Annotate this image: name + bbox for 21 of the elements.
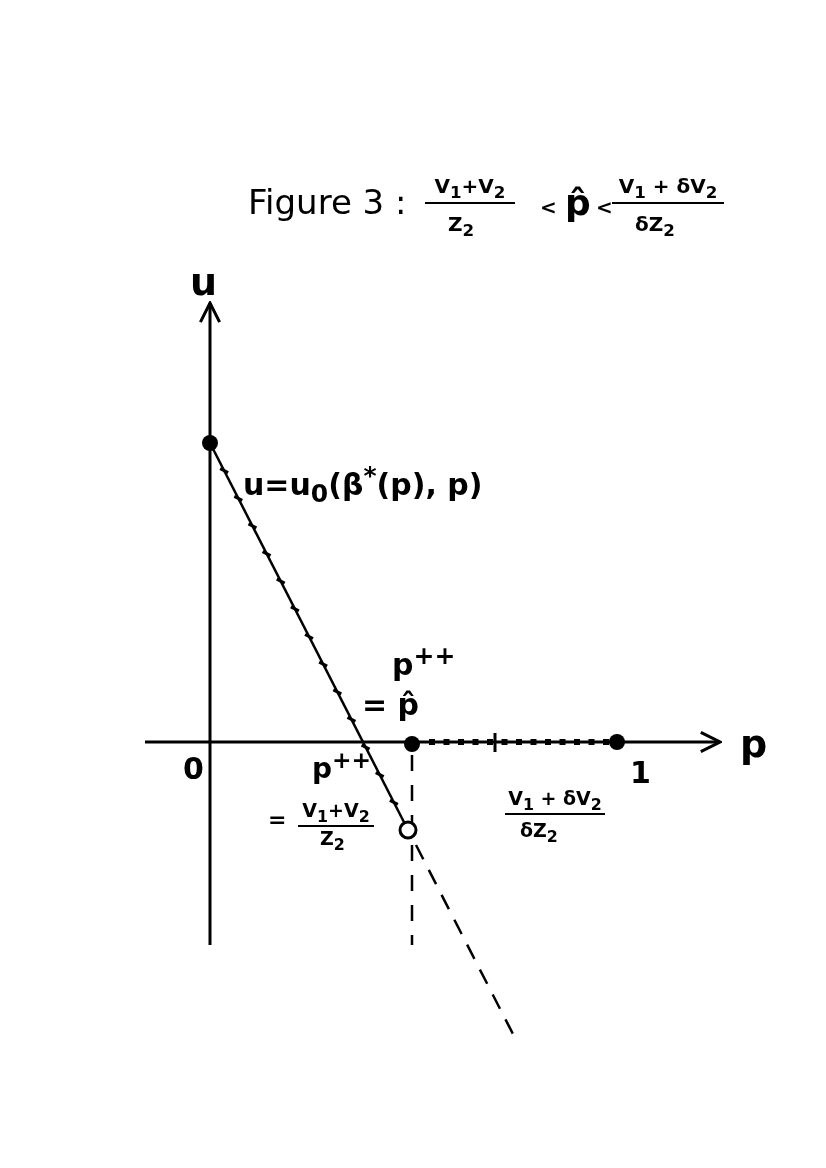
fraction-numerator: V$_{1}$ + δV$_{2}$ bbox=[612, 175, 724, 205]
fraction-denominator: δZ$_{2}$ bbox=[520, 820, 558, 846]
curve-label: u=u$_{0}$(β$^{*}$(p), p) bbox=[243, 462, 483, 508]
tick-label: 0 bbox=[183, 752, 204, 785]
math-label: p$^{++}$ bbox=[392, 642, 456, 681]
less-than-sign: < bbox=[596, 196, 613, 218]
fraction-denominator: Z$_{2}$ bbox=[320, 828, 345, 854]
axis-label: p bbox=[740, 724, 768, 766]
figure-title: Figure 3 : bbox=[248, 184, 407, 222]
fraction-numerator: V$_{1}$ + δV$_{2}$ bbox=[505, 788, 605, 816]
fraction-denominator: δZ$_{2}$ bbox=[635, 213, 675, 241]
axis-label: u bbox=[190, 262, 218, 304]
math-label: = bbox=[268, 808, 287, 833]
fraction-numerator: V$_{1}$+V$_{2}$ bbox=[425, 175, 515, 205]
fraction-denominator: Z$_{2}$ bbox=[448, 213, 475, 241]
less-than-sign: < bbox=[540, 196, 557, 218]
tick-label: 1 bbox=[630, 756, 651, 789]
math-symbol: p̂ bbox=[565, 183, 591, 223]
fraction-numerator: V$_{1}$+V$_{2}$ bbox=[298, 800, 374, 828]
math-label: = p̂ bbox=[362, 688, 420, 721]
math-label: p$^{++}$ bbox=[312, 748, 372, 786]
